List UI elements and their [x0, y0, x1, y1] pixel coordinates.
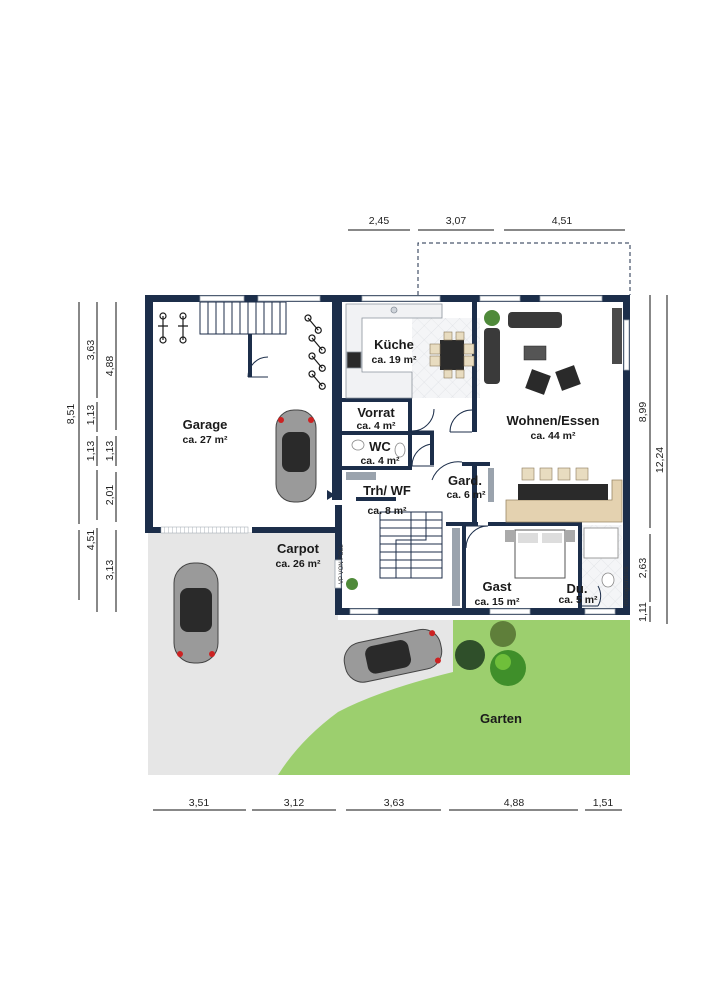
entrance-arrow-icon	[327, 490, 335, 500]
room-area-du: ca. 5 m²	[558, 594, 598, 606]
room-area-gast: ca. 15 m²	[475, 596, 520, 608]
dim-left-mid-3: 1,13	[85, 441, 97, 462]
garage-floor	[153, 302, 248, 528]
bicycles-icon	[158, 312, 326, 390]
dim-left-outer-1: 8,51	[65, 404, 77, 425]
dimension-labels: 2,45 3,07 4,51 3,51 3,12 3,63 4,88 1,51 …	[65, 215, 666, 809]
dim-left-mid-2: 1,13	[85, 405, 97, 426]
dim-bottom-2: 3,12	[284, 797, 305, 809]
room-area-garage: ca. 27 m²	[183, 434, 228, 446]
room-area-wc: ca. 4 m²	[360, 455, 400, 467]
dim-left-outer-2: 4,51	[85, 530, 97, 551]
kitchen-counter	[345, 303, 443, 399]
room-area-trh: ca. 8 m²	[367, 505, 407, 517]
sink-wc	[351, 439, 365, 451]
room-name-garage: Garage	[183, 417, 228, 432]
dimension-lines	[78, 229, 668, 811]
dim-right-inner-1: 8,99	[637, 402, 649, 423]
wardrobe-gard	[488, 468, 494, 502]
dim-top-1: 2,45	[369, 215, 390, 227]
wardrobe-hall	[346, 472, 376, 480]
dim-right-inner-3: 1,11	[637, 602, 649, 622]
room-name-wc: WC	[369, 439, 391, 454]
plant-icon-hall	[346, 578, 358, 590]
dim-left-mid-1: 3,63	[85, 340, 97, 361]
tree-icons	[455, 621, 526, 686]
guest-bed	[505, 529, 575, 579]
dim-right-outer-1: 12,24	[654, 447, 666, 473]
watermark: Immogrundriss	[624, 566, 630, 606]
dim-left-inner-1: 4,88	[104, 356, 116, 377]
interior-walls	[342, 302, 582, 610]
dim-bottom-1: 3,51	[189, 797, 210, 809]
garage-door	[160, 526, 249, 534]
car-icon-corridor	[275, 409, 317, 503]
dim-left-mid-5: 3,13	[104, 560, 116, 581]
room-area-kueche: ca. 19 m²	[372, 354, 417, 366]
room-name-kueche: Küche	[374, 337, 414, 352]
dim-left-inner-2: 1,13	[104, 441, 116, 462]
terrace-outline	[417, 242, 631, 295]
room-name-du: Du.	[567, 581, 588, 596]
room-name-gard: Gard.	[448, 473, 482, 488]
dim-bottom-5: 1,51	[593, 797, 614, 809]
room-area-carpot: ca. 26 m²	[276, 558, 321, 570]
bar-counter	[505, 467, 623, 523]
room-area-wohnen: ca. 44 m²	[531, 430, 576, 442]
toilet-wc	[394, 442, 406, 458]
dim-bottom-3: 3,63	[384, 797, 405, 809]
room-name-wohnen: Wohnen/Essen	[507, 413, 600, 428]
room-name-gast: Gast	[483, 579, 513, 594]
windows	[199, 295, 630, 615]
wardrobe-guest	[452, 528, 460, 606]
dim-top-2: 3,07	[446, 215, 467, 227]
dim-bottom-4: 4,88	[504, 797, 525, 809]
car-icon-driveway	[343, 628, 443, 683]
dim-top-3: 4,51	[552, 215, 573, 227]
door-swings	[247, 356, 602, 607]
room-name-trh: Trh/ WF	[363, 483, 411, 498]
garden-label: Garten	[480, 711, 522, 726]
main-stairs	[379, 511, 443, 579]
toilet-bath	[601, 572, 615, 588]
room-area-gard: ca. 6 m²	[446, 489, 486, 501]
dim-right-inner-2: 2,63	[637, 558, 649, 579]
garage-stairs	[199, 301, 287, 335]
room-labels: Garage ca. 27 m² Carpot ca. 26 m² Küche …	[183, 337, 600, 726]
logo-text: VP VON POLL	[339, 544, 345, 584]
room-area-vorrat: ca. 4 m²	[356, 420, 396, 432]
room-name-carpot: Carpot	[277, 541, 320, 556]
car-icon-carpot	[173, 562, 219, 664]
room-name-vorrat: Vorrat	[357, 405, 395, 420]
dining-table	[429, 331, 475, 379]
shower	[583, 527, 619, 559]
dim-left-mid-4: 2,01	[104, 485, 116, 506]
living-furniture	[484, 308, 622, 395]
